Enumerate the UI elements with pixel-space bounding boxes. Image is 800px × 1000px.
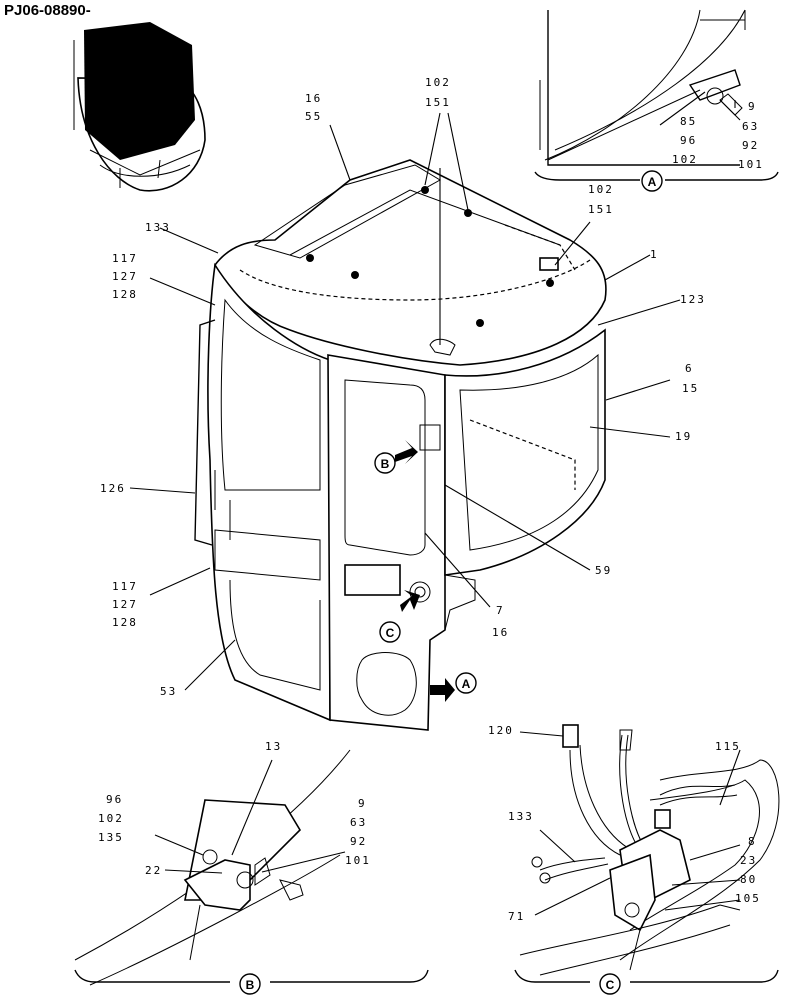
part-label-c-120: 120 (488, 724, 514, 737)
svg-text:120: 120 (488, 724, 514, 737)
svg-text:16: 16 (305, 92, 322, 105)
svg-text:C: C (386, 626, 395, 640)
svg-text:133: 133 (145, 221, 171, 234)
svg-text:133: 133 (508, 810, 534, 823)
svg-text:127: 127 (112, 598, 138, 611)
svg-text:A: A (648, 175, 657, 189)
svg-text:9: 9 (358, 797, 367, 810)
svg-text:92: 92 (742, 139, 759, 152)
svg-text:80: 80 (740, 873, 757, 886)
svg-text:123: 123 (680, 293, 706, 306)
part-label-53: 53 (160, 685, 177, 698)
part-label-c-71: 71 (508, 910, 525, 923)
svg-text:126: 126 (100, 482, 126, 495)
part-label-102-151-top: 102 151 (425, 76, 451, 109)
svg-text:63: 63 (350, 816, 367, 829)
caption-detail-b: B (239, 973, 261, 995)
svg-text:96: 96 (106, 793, 123, 806)
svg-text:117: 117 (112, 580, 138, 593)
document-id: PJ06-08890- (4, 2, 91, 19)
cab-main-view (129, 112, 681, 731)
svg-text:101: 101 (345, 854, 371, 867)
svg-text:22: 22 (145, 864, 162, 877)
svg-text:105: 105 (735, 892, 761, 905)
svg-text:16: 16 (492, 626, 509, 639)
svg-text:85: 85 (680, 115, 697, 128)
part-label-b-9-63-92-101: 9 63 92 101 (345, 797, 371, 867)
svg-text:55: 55 (305, 110, 322, 123)
part-label-117-127-128-bot: 117 127 128 (112, 580, 138, 629)
caption-detail-a: A (641, 170, 663, 192)
svg-text:53: 53 (160, 685, 177, 698)
svg-text:B: B (246, 978, 255, 992)
part-label-b-96-102-135: 96 102 135 (98, 793, 124, 844)
part-label-6-15: 6 15 (682, 362, 699, 395)
part-label-133-main: 133 (145, 221, 171, 234)
part-label-126: 126 (100, 482, 126, 495)
svg-text:C: C (606, 978, 615, 992)
part-label-117-127-128-top: 117 127 128 (112, 252, 138, 301)
part-label-c-133: 133 (508, 810, 534, 823)
part-label-b-22: 22 (145, 864, 162, 877)
svg-text:128: 128 (112, 288, 138, 301)
svg-text:96: 96 (680, 134, 697, 147)
svg-text:151: 151 (425, 96, 451, 109)
part-label-1: 1 (650, 248, 659, 261)
cab-thumbnail (73, 22, 206, 192)
svg-text:102: 102 (588, 183, 614, 196)
callout-b-main: B (374, 452, 396, 474)
svg-text:151: 151 (588, 203, 614, 216)
detail-a-view (534, 9, 779, 181)
callout-c-main: C (379, 621, 401, 643)
svg-text:19: 19 (675, 430, 692, 443)
detail-c-view (514, 724, 780, 983)
part-label-7-16: 7 16 (492, 604, 509, 639)
svg-text:59: 59 (595, 564, 612, 577)
svg-text:8: 8 (748, 835, 757, 848)
svg-text:128: 128 (112, 616, 138, 629)
svg-text:71: 71 (508, 910, 525, 923)
svg-text:B: B (381, 457, 390, 471)
svg-text:117: 117 (112, 252, 138, 265)
part-label-19: 19 (675, 430, 692, 443)
callout-a-main: A (455, 672, 477, 694)
svg-text:23: 23 (740, 854, 757, 867)
svg-text:6: 6 (685, 362, 694, 375)
svg-text:7: 7 (496, 604, 505, 617)
svg-text:63: 63 (742, 120, 759, 133)
part-label-c-115: 115 (715, 740, 741, 753)
svg-text:15: 15 (682, 382, 699, 395)
svg-text:115: 115 (715, 740, 741, 753)
svg-text:101: 101 (738, 158, 764, 171)
part-label-16-55: 16 55 (305, 92, 322, 123)
part-label-b-13: 13 (265, 740, 282, 753)
part-label-a-85-96-102: 85 96 102 (672, 115, 698, 166)
svg-text:102: 102 (98, 812, 124, 825)
svg-text:A: A (462, 677, 471, 691)
svg-text:102: 102 (425, 76, 451, 89)
svg-text:13: 13 (265, 740, 282, 753)
svg-text:1: 1 (650, 248, 659, 261)
part-label-123: 123 (680, 293, 706, 306)
part-label-a-9-63-92-101: 9 63 92 101 (738, 100, 764, 171)
svg-text:135: 135 (98, 831, 124, 844)
part-label-c-8-23-80-105: 8 23 80 105 (735, 835, 761, 905)
caption-detail-c: C (599, 973, 621, 995)
part-label-59: 59 (595, 564, 612, 577)
svg-text:9: 9 (748, 100, 757, 113)
svg-text:102: 102 (672, 153, 698, 166)
part-label-102-151-right: 102 151 (588, 183, 614, 216)
svg-text:127: 127 (112, 270, 138, 283)
svg-text:92: 92 (350, 835, 367, 848)
detail-b-view (74, 749, 429, 986)
